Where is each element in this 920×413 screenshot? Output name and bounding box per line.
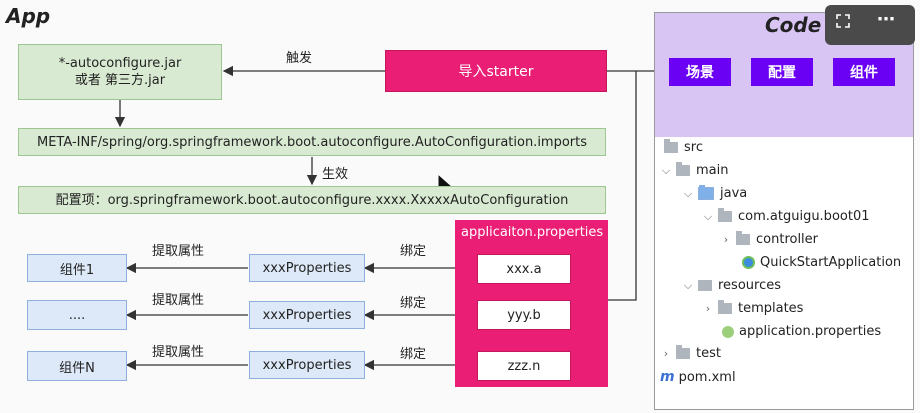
chevron-right-icon: › <box>723 233 729 246</box>
tree-label: controller <box>756 232 819 247</box>
tree-label: templates <box>738 301 804 316</box>
more-options-icon[interactable]: ⋯ <box>877 9 895 30</box>
spring-class-icon <box>742 256 755 269</box>
folder-icon <box>676 162 690 176</box>
properties-file-icon <box>722 325 734 338</box>
tree-label: com.atguigu.boot01 <box>738 209 870 224</box>
extract-properties-label: 提取属性 <box>152 293 205 308</box>
config-item-box: 配置项：org.springframework.boot.autoconfigu… <box>18 186 606 214</box>
component-box: 组件1 <box>27 254 127 282</box>
property-key-box: yyy.b <box>477 300 571 330</box>
autoconfigure-jar-box: *-autoconfigure.jar 或者 第三方.jar <box>18 44 222 100</box>
code-panel-title: Code <box>765 13 822 37</box>
extract-properties-label: 提取属性 <box>152 345 205 360</box>
maven-icon: m <box>660 369 675 385</box>
tree-label: resources <box>718 278 782 293</box>
chevron-down-icon: ⌵ <box>683 186 693 200</box>
tree-item-java[interactable]: ⌵ java <box>682 185 748 201</box>
chevron-down-icon: ⌵ <box>703 209 713 223</box>
extract-properties-label: 提取属性 <box>152 244 205 259</box>
tree-item-src[interactable]: src <box>660 139 703 155</box>
diagram-title: App <box>6 4 51 28</box>
resources-folder-icon <box>698 280 712 291</box>
property-key-box: zzz.n <box>477 351 571 381</box>
tree-label: test <box>696 346 721 361</box>
folder-icon <box>676 345 690 359</box>
tree-item-main[interactable]: ⌵ main <box>660 162 729 178</box>
xxx-properties-box: xxxProperties <box>249 351 365 379</box>
tree-label: pom.xml <box>678 369 736 385</box>
tree-item-controller[interactable]: › controller <box>720 231 819 247</box>
application-properties-title: applicaiton.properties <box>461 225 604 240</box>
tree-item-test[interactable]: › test <box>660 345 721 361</box>
tree-label: application.properties <box>739 324 882 339</box>
chevron-right-icon: › <box>705 302 711 315</box>
tree-item-quickstart[interactable]: QuickStartApplication <box>742 255 901 270</box>
xxx-properties-box: xxxProperties <box>249 254 365 282</box>
tree-item-package[interactable]: ⌵ com.atguigu.boot01 <box>702 208 870 224</box>
chevron-right-icon: › <box>663 347 669 360</box>
component-button[interactable]: 组件 <box>833 58 895 86</box>
third-party-jar-label: 或者 第三方.jar <box>74 73 166 88</box>
tree-label: java <box>720 186 748 201</box>
import-starter-box: 导入starter <box>385 50 607 92</box>
code-panel: Code ⋯ 场景 配置 组件 <box>654 5 915 410</box>
effective-label: 生效 <box>322 167 349 182</box>
package-icon <box>718 208 732 222</box>
source-folder-icon <box>698 185 714 200</box>
expand-icon[interactable] <box>835 13 851 29</box>
tree-label: src <box>684 140 703 155</box>
xxx-properties-box: xxxProperties <box>249 301 365 329</box>
property-key-box: xxx.a <box>477 254 571 284</box>
chevron-down-icon: ⌵ <box>683 278 693 292</box>
meta-inf-imports-box: META-INF/spring/org.springframework.boot… <box>18 128 606 156</box>
bind-label: 绑定 <box>400 244 427 259</box>
component-box: 组件N <box>27 351 127 381</box>
tree-item-templates[interactable]: › templates <box>702 300 804 316</box>
folder-icon <box>664 139 678 153</box>
package-icon <box>736 231 750 245</box>
config-button[interactable]: 配置 <box>751 58 813 86</box>
tree-label: QuickStartApplication <box>760 255 902 270</box>
scenario-button[interactable]: 场景 <box>669 58 731 86</box>
chevron-down-icon: ⌵ <box>661 163 671 177</box>
tree-item-pom[interactable]: m pom.xml <box>660 369 736 385</box>
trigger-label: 触发 <box>286 51 313 66</box>
tree-label: main <box>696 163 729 178</box>
tree-item-resources[interactable]: ⌵ resources <box>682 278 781 293</box>
bind-label: 绑定 <box>400 347 427 362</box>
component-box: .... <box>27 300 127 330</box>
folder-icon <box>718 300 732 314</box>
autoconfigure-jar-label: *-autoconfigure.jar <box>58 56 182 71</box>
bind-label: 绑定 <box>400 296 427 311</box>
tree-item-app-properties[interactable]: application.properties <box>722 324 881 339</box>
media-controls <box>825 5 915 45</box>
